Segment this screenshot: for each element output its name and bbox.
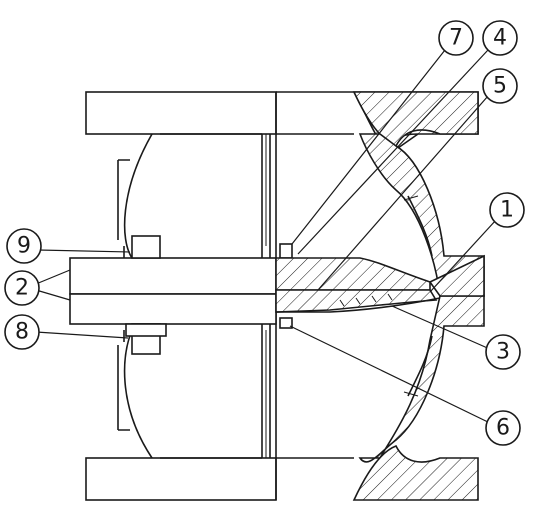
- retainer-plate: [275, 257, 431, 291]
- shaft-lower: [69, 293, 277, 325]
- disc: [275, 289, 438, 313]
- callout-label-2: 2: [15, 276, 29, 301]
- callout-5: 5: [482, 68, 518, 104]
- callout-label-1: 1: [500, 198, 514, 223]
- callout-label-5: 5: [493, 74, 507, 99]
- leader-4: [297, 49, 489, 255]
- screw-bottom: [279, 317, 293, 329]
- leader-2: [35, 269, 71, 301]
- callout-label-4: 4: [493, 26, 507, 51]
- leader-3: [391, 305, 493, 351]
- shaft-upper: [69, 257, 277, 295]
- callout-8: 8: [4, 314, 40, 350]
- callout-7: 7: [438, 20, 474, 56]
- screw-top: [279, 243, 293, 259]
- left-bottom-flange: [85, 457, 277, 501]
- right-upper-wall: [358, 133, 485, 297]
- callout-9: 9: [6, 228, 42, 264]
- callout-label-3: 3: [496, 340, 510, 365]
- left-top-flange: [85, 91, 277, 135]
- callout-3: 3: [485, 334, 521, 370]
- bolt-washer-bottom: [125, 323, 167, 337]
- right-body-section: [276, 91, 485, 501]
- right-lower-wall: [358, 295, 485, 463]
- seat-disc-assembly: [69, 235, 485, 355]
- callout-label-6: 6: [496, 416, 510, 441]
- body-seat-ring: [428, 254, 485, 297]
- leader-1: [429, 219, 497, 293]
- callout-1: 1: [489, 192, 525, 228]
- leader-8: [35, 331, 129, 339]
- leader-5: [317, 95, 489, 291]
- callout-label-8: 8: [15, 320, 29, 345]
- leader-9: [37, 249, 131, 253]
- callout-label-7: 7: [449, 26, 463, 51]
- left-body: [85, 91, 277, 501]
- callout-6: 6: [485, 410, 521, 446]
- bolt-head-top: [131, 235, 161, 259]
- right-bottom-flange-section: [352, 444, 479, 501]
- leader-lines: [35, 49, 497, 425]
- callout-label-9: 9: [17, 234, 31, 259]
- callout-2: 2: [4, 270, 40, 306]
- callout-4: 4: [482, 20, 518, 56]
- leader-7: [291, 49, 446, 245]
- leader-6: [289, 325, 493, 425]
